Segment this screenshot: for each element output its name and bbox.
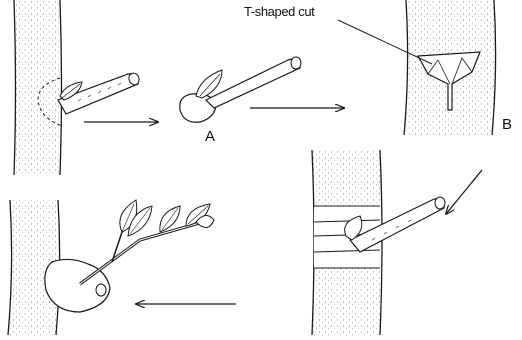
t-shaped-cut-label: T-shaped cut — [244, 4, 314, 19]
label-a: A — [205, 128, 215, 145]
arrow-3 — [446, 170, 482, 214]
label-b: B — [502, 116, 512, 133]
bud-shield-a — [180, 57, 301, 122]
shoot-leaves — [120, 200, 214, 236]
stem-left-top — [14, 0, 62, 175]
